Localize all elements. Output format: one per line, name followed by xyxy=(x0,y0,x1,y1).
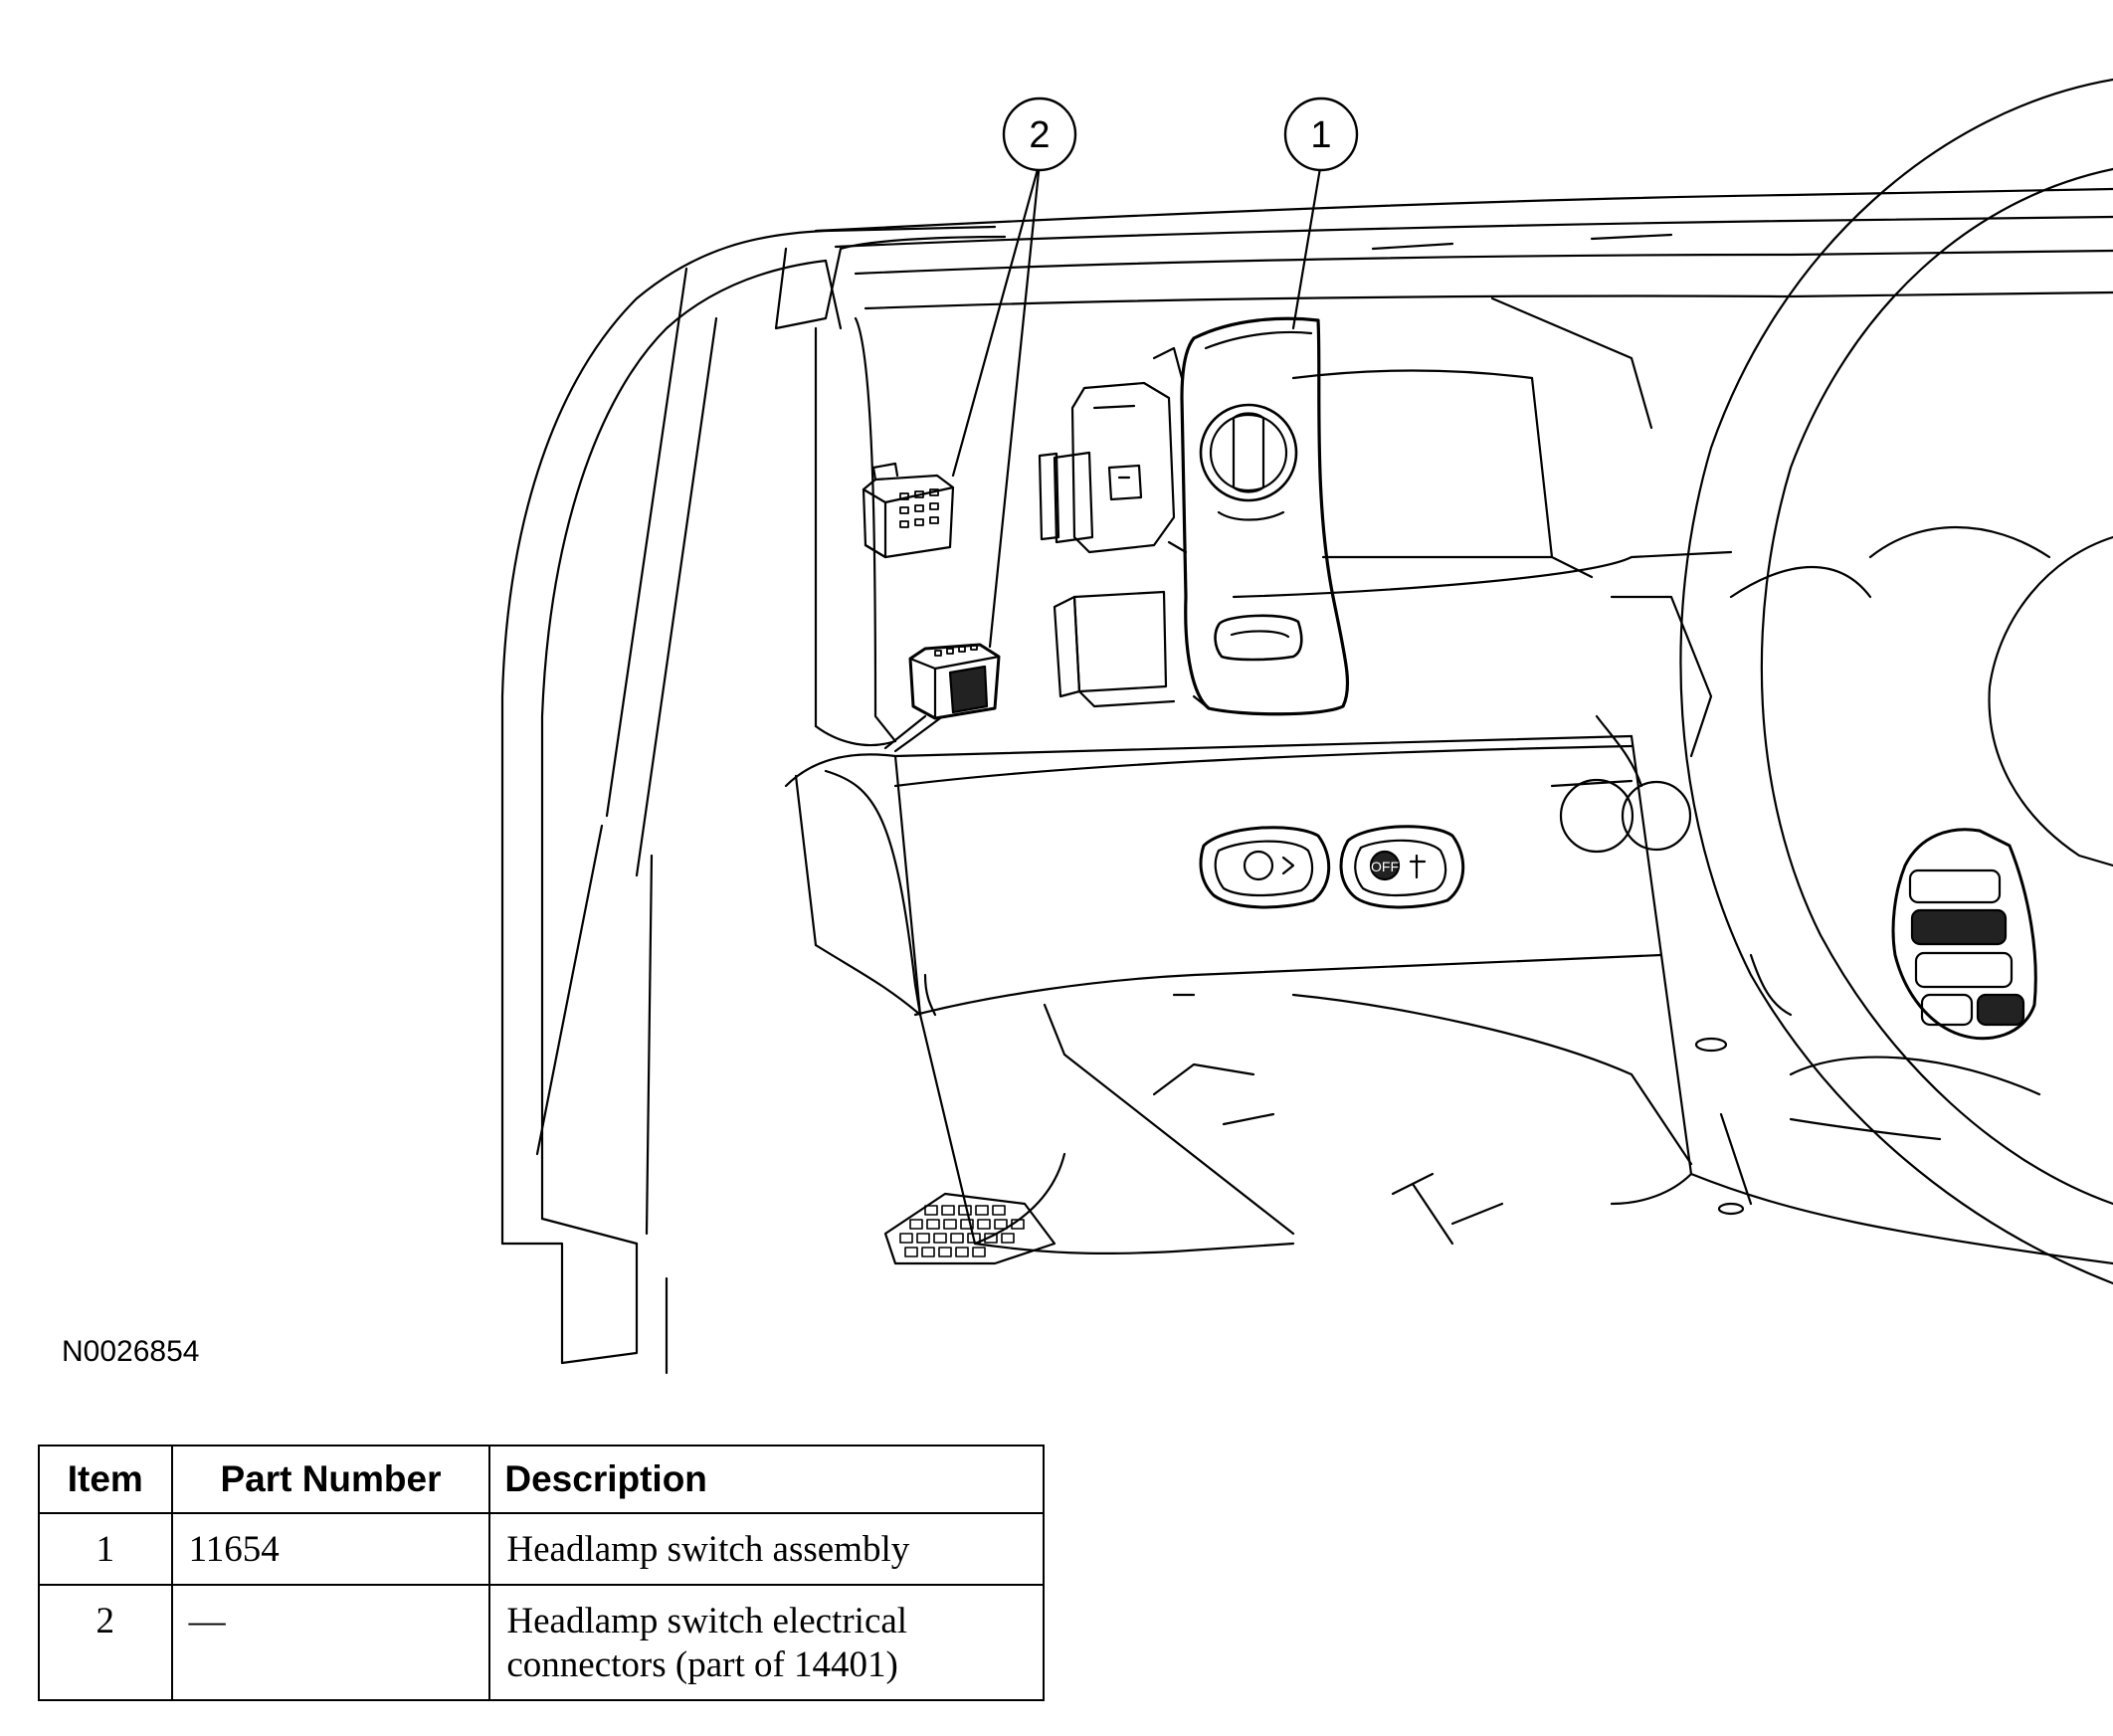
off-button-label: OFF xyxy=(1371,859,1399,874)
headlamp-switch-illustration: OFF xyxy=(500,78,2113,1375)
callout-balloon-2: 2 xyxy=(1002,96,1077,172)
cell-item: 1 xyxy=(38,1512,173,1586)
cell-item: 2 xyxy=(38,1584,173,1701)
cell-description: Headlamp switch electrical connectors (p… xyxy=(488,1584,1045,1701)
cell-description: Headlamp switch assembly xyxy=(488,1512,1045,1586)
table-row: 1 11654 Headlamp switch assembly xyxy=(38,1512,1045,1586)
headlamp-switch-assembly xyxy=(1038,316,1350,716)
figure-id: N0026854 xyxy=(62,1335,200,1368)
legend-header-row: Item Part Number Description xyxy=(38,1445,1045,1514)
turn-signal-stalk-knob xyxy=(1550,778,1692,854)
legend-table: Item Part Number Description 1 11654 Hea… xyxy=(38,1445,1045,1701)
lower-dash-trim xyxy=(784,296,2113,1265)
electrical-connector-lower xyxy=(883,643,1001,753)
callout-leaders xyxy=(951,160,1323,649)
header-part-number: Part Number xyxy=(170,1445,491,1514)
table-row: 2 — Headlamp switch electrical connector… xyxy=(38,1584,1045,1701)
header-item: Item xyxy=(38,1445,173,1514)
description-line: connectors (part of 14401) xyxy=(506,1644,898,1685)
callout-number-1: 1 xyxy=(1310,114,1331,156)
callout-balloon-1: 1 xyxy=(1283,96,1359,172)
description-line: Headlamp switch electrical xyxy=(506,1601,908,1641)
header-description: Description xyxy=(488,1445,1045,1514)
callout-number-2: 2 xyxy=(1029,114,1050,156)
fuse-panel xyxy=(883,1192,1056,1265)
instrument-panel-outline xyxy=(500,187,2113,1375)
steering-wheel-switch-pack xyxy=(1891,828,2037,1041)
cell-part-number: 11654 xyxy=(170,1512,491,1586)
electrical-connector-upper xyxy=(862,462,955,559)
cell-part-number: — xyxy=(170,1584,491,1701)
dash-switch-strip: OFF xyxy=(1199,825,1465,909)
steering-wheel xyxy=(1550,78,2113,1285)
